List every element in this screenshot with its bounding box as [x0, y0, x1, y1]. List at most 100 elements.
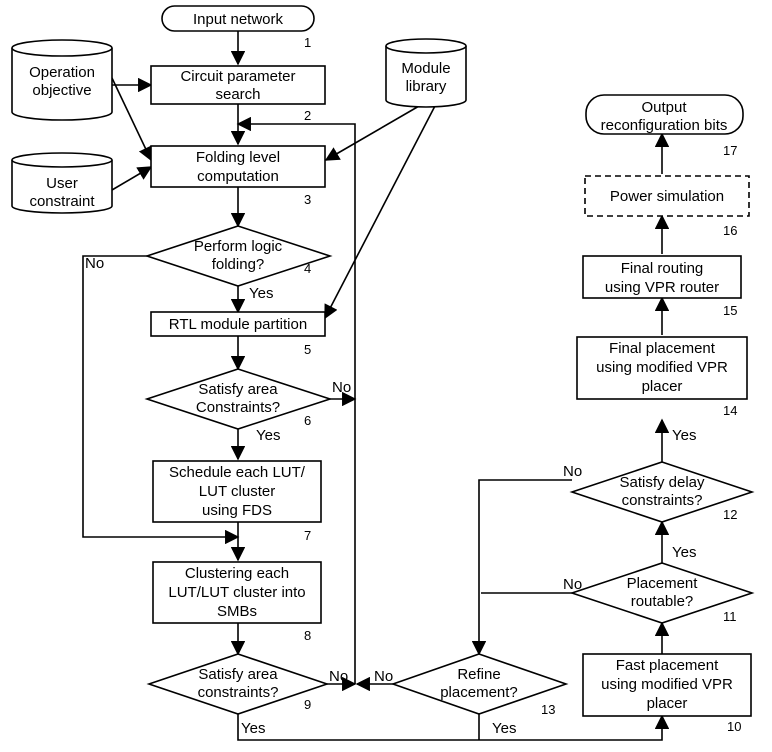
node-output-label-1: Output [641, 99, 687, 116]
node-refine-placement: Refine placement? [390, 653, 569, 715]
node-satisfy-area-1: Satisfy area Constraints? [144, 368, 333, 430]
node-circuit-parameter-search-label-2: search [215, 86, 260, 103]
node-module-library: Module library [385, 38, 467, 108]
node-user-constraint: User constraint [11, 152, 113, 214]
node-clustering: Clustering each LUT/LUT cluster into SMB… [152, 561, 322, 624]
edge-folding-no [82, 255, 240, 545]
step-number-4: 4 [304, 261, 311, 276]
node-input-network-label: Input network [193, 11, 284, 28]
label-yes-delay: Yes [672, 427, 696, 444]
node-circuit-parameter-search: Circuit parameter search [150, 65, 326, 105]
edge-library-to-folding [324, 101, 427, 161]
node-final-placement-label-1: Final placement [609, 340, 716, 357]
node-output-label-2: reconfiguration bits [601, 117, 728, 134]
node-folding-level-label-1: Folding level [196, 149, 280, 166]
label-no-routable: No [563, 576, 582, 593]
step-number-12: 12 [723, 507, 737, 522]
step-number-13: 13 [541, 702, 555, 717]
edge-loopback-to-folding [236, 116, 356, 684]
node-satisfy-delay-label-1: Satisfy delay [619, 474, 705, 491]
node-operation-objective-label-1: Operation [29, 64, 95, 81]
node-schedule-lut-label-2: LUT cluster [199, 483, 275, 500]
edge-delay-no [471, 479, 572, 656]
node-final-routing: Final routing using VPR router [582, 255, 742, 299]
node-placement-routable-label-1: Placement [627, 575, 699, 592]
label-no-refine: No [374, 668, 393, 685]
label-no-delay: No [563, 463, 582, 480]
node-placement-routable: Placement routable? [569, 562, 755, 624]
edge-objective-to-folding [111, 77, 152, 162]
label-no-folding: No [85, 255, 104, 272]
node-user-constraint-label-2: constraint [29, 193, 95, 210]
step-number-9: 9 [304, 697, 311, 712]
node-module-library-label-2: library [406, 78, 447, 95]
node-perform-logic-folding: Perform logic folding? [144, 225, 333, 287]
node-final-routing-label-1: Final routing [621, 260, 704, 277]
node-power-simulation: Power simulation [584, 175, 750, 217]
label-no-area2: No [329, 668, 348, 685]
step-number-7: 7 [304, 528, 311, 543]
node-satisfy-area-2-label-2: constraints? [198, 684, 279, 701]
node-refine-placement-label-1: Refine [457, 666, 500, 683]
step-number-16: 16 [723, 223, 737, 238]
node-final-placement: Final placement using modified VPR place… [576, 336, 748, 400]
node-satisfy-delay: Satisfy delay constraints? [569, 461, 755, 523]
step-number-10: 10 [727, 719, 741, 734]
node-fast-placement: Fast placement using modified VPR placer [582, 653, 752, 717]
node-final-routing-label-2: using VPR router [605, 279, 719, 296]
node-satisfy-area-2-label-1: Satisfy area [198, 666, 278, 683]
node-rtl-module-partition-label: RTL module partition [169, 316, 307, 333]
node-circuit-parameter-search-label-1: Circuit parameter [180, 68, 295, 85]
node-clustering-label-3: SMBs [217, 603, 257, 620]
step-number-1: 1 [304, 35, 311, 50]
node-folding-level-computation: Folding level computation [150, 145, 326, 188]
node-input-network: Input network [161, 5, 315, 32]
connectors [82, 31, 670, 741]
edge-library-to-rtl [324, 103, 437, 320]
node-clustering-label-2: LUT/LUT cluster into [168, 584, 305, 601]
node-module-library-label-1: Module [401, 60, 450, 77]
node-clustering-label-1: Clustering each [185, 565, 289, 582]
node-operation-objective: Operation objective [11, 39, 113, 121]
node-final-placement-label-2: using modified VPR [596, 359, 728, 376]
node-perform-logic-folding-label-2: folding? [212, 256, 265, 273]
step-number-14: 14 [723, 403, 737, 418]
node-satisfy-area-2: Satisfy area constraints? [146, 653, 330, 715]
step-number-8: 8 [304, 628, 311, 643]
node-refine-placement-label-2: placement? [440, 684, 518, 701]
label-yes-area1: Yes [256, 427, 280, 444]
node-schedule-lut: Schedule each LUT/ LUT cluster using FDS [152, 460, 322, 523]
node-satisfy-delay-label-2: constraints? [622, 492, 703, 509]
label-no-area1: No [332, 379, 351, 396]
edge-bus-to-fast-placement [479, 714, 670, 741]
node-satisfy-area-1-label-1: Satisfy area [198, 381, 278, 398]
node-folding-level-label-2: computation [197, 168, 279, 185]
step-number-11: 11 [723, 609, 737, 624]
step-number-2: 2 [304, 108, 311, 123]
node-fast-placement-label-1: Fast placement [616, 657, 719, 674]
node-placement-routable-label-2: routable? [631, 593, 694, 610]
node-rtl-module-partition: RTL module partition [150, 311, 326, 337]
step-number-6: 6 [304, 413, 311, 428]
node-fast-placement-label-2: using modified VPR [601, 676, 733, 693]
edge-user-to-folding [111, 166, 153, 191]
edge-area2-yes [237, 714, 479, 741]
label-yes-folding: Yes [249, 285, 273, 302]
label-yes-area2: Yes [241, 720, 265, 737]
step-number-5: 5 [304, 342, 311, 357]
label-yes-routable: Yes [672, 544, 696, 561]
node-output-reconfiguration-bits: Output reconfiguration bits [585, 94, 744, 135]
node-perform-logic-folding-label-1: Perform logic [194, 238, 283, 255]
step-number-17: 17 [723, 143, 737, 158]
step-number-3: 3 [304, 192, 311, 207]
label-yes-refine: Yes [492, 720, 516, 737]
node-final-placement-label-3: placer [642, 378, 683, 395]
node-schedule-lut-label-1: Schedule each LUT/ [169, 464, 306, 481]
node-power-simulation-label: Power simulation [610, 188, 724, 205]
step-numbers: 1 2 3 4 5 6 7 8 9 10 11 12 13 14 15 16 1… [304, 35, 741, 734]
node-operation-objective-label-2: objective [32, 82, 91, 99]
node-user-constraint-label-1: User [46, 175, 78, 192]
edge-labels: No Yes No Yes No Yes No Yes No Yes No Ye… [85, 255, 696, 737]
node-satisfy-area-1-label-2: Constraints? [196, 399, 280, 416]
